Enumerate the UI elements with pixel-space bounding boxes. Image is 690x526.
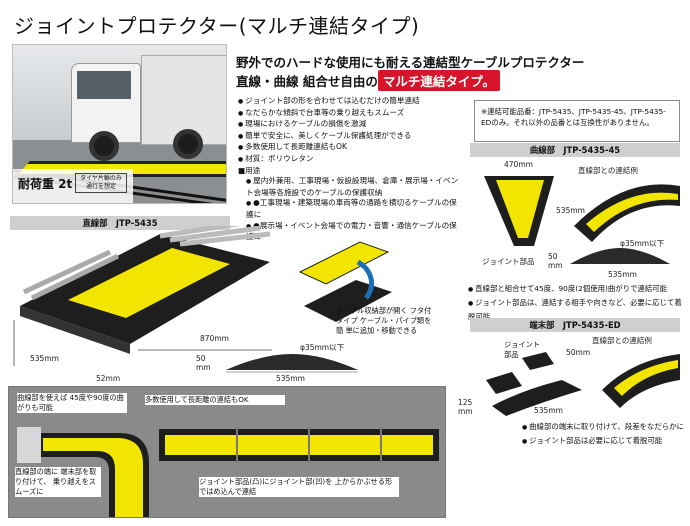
curve-dim-side: 535mm <box>556 206 585 215</box>
weight-note: タイヤ片輪のみ 通行を想定 <box>75 173 127 193</box>
end-width: 535mm <box>534 406 563 415</box>
curve-side-height: 50 mm <box>548 252 563 270</box>
end-joint-part <box>486 372 522 394</box>
truck-wheel <box>173 129 203 159</box>
features-block: ジョイント部の形を合わせては込むだけの簡単連結 なだらかな傾斜で台車等の乗り越え… <box>238 96 460 243</box>
end-section-label: 端末部 JTP-5435-ED <box>470 318 680 332</box>
end-joint-part <box>522 352 554 370</box>
end-bullet: 曲線部の端末に取り付けて、段差をなだらかに <box>522 420 686 434</box>
open-lid <box>298 241 390 285</box>
end-joint-label: ジョイント 部品 <box>504 340 540 359</box>
weight-label: 耐荷重 2t <box>18 177 73 191</box>
headline-sub: 直線・曲線 組合せ自由のマルチ連結タイプ。 <box>236 70 500 91</box>
curve-example-label: 直線部との連結例 <box>578 166 638 175</box>
diagram-note-long: 多数使用して長距離の連結もOK <box>145 395 285 405</box>
layout-diagram: 曲線部を使えば 45度や90度の曲がりも可能 多数使用して長距離の連結もOK 直… <box>8 386 446 518</box>
headline-main: 野外でのハードな使用にも耐える連結型ケーブルプロテクター <box>236 55 585 70</box>
curve-bullets: 直線部と組合せて45度、90度(2個使用)曲がりで連結可能 ジョイント部品は、連… <box>468 282 686 323</box>
curve-dim-top: 470mm <box>504 160 533 169</box>
protector-side <box>20 306 130 354</box>
feature-item: ジョイント部の形を合わせては込むだけの簡単連結 <box>238 96 460 108</box>
curve-illustration <box>484 176 680 246</box>
dim-width: 535mm <box>30 354 59 363</box>
cable-end <box>22 249 112 295</box>
end-piece <box>492 380 582 416</box>
truck-photo: 耐荷重 2t タイヤ片輪のみ 通行を想定 <box>12 44 227 204</box>
uses-title: ■用途 <box>238 165 261 175</box>
feature-item: なだらかな傾斜で台車等の乗り越えもスムーズ <box>238 108 460 120</box>
long-route-lid <box>165 435 433 455</box>
end-height: 50mm <box>566 348 591 357</box>
truck-window <box>77 71 131 99</box>
straight-cable-dia: φ35mm以下 <box>300 343 345 352</box>
straight-side-height: 50 mm <box>196 354 211 372</box>
feature-list: ジョイント部の形を合わせては込むだけの簡単連結 なだらかな傾斜で台車等の乗り越え… <box>238 96 460 166</box>
use-item: 屋内外兼用、工事現場・仮設設現場、倉庫・展示場・イベント会場等各施設でのケーブル… <box>238 176 460 198</box>
curve-bullet: ジョイント部品は、連結する相手や向きなど、必要に応じて着脱可能 <box>468 296 686 323</box>
curve-route-lid <box>43 438 143 517</box>
page-title: ジョイントプロテクター(マルチ連結タイプ) <box>14 14 420 38</box>
profile-shape <box>570 248 670 264</box>
use-item: ●工事現場・建築現場の車両等の通路を横切るケーブルの保護に <box>238 198 460 220</box>
protector-lid <box>68 248 230 318</box>
dim-height: 52mm <box>96 374 121 383</box>
end-example-lid <box>614 360 678 396</box>
curve-section-label: 曲線部 JTP-5435-45 <box>470 143 680 157</box>
lid-open-illustration <box>298 241 392 322</box>
open-arrow-icon <box>356 259 375 300</box>
note-line: ※連結可能品番：JTP-5435、JTP-5435-45、JTP-5435- <box>481 107 666 116</box>
cable-end <box>179 231 271 247</box>
weight-panel: 耐荷重 2t タイヤ片輪のみ 通行を想定 <box>13 169 133 203</box>
cable-end <box>159 226 241 239</box>
curve-side-profile <box>570 248 670 264</box>
feature-item: 多数使用して長距離連結もOK <box>238 142 460 154</box>
feature-item: 材質：ポリウレタン <box>238 154 460 166</box>
compatibility-note: ※連結可能品番：JTP-5435、JTP-5435-45、JTP-5435- E… <box>474 100 680 142</box>
cable-end <box>169 226 261 243</box>
straight-protector-illustration <box>13 226 272 366</box>
curve-piece-lid <box>496 180 544 238</box>
straight-side-width: 535mm <box>276 374 305 383</box>
end-bullet: ジョイント部品は必要に応じて着脱可能 <box>522 434 686 448</box>
diagram-note-end: 直線部の端に 端末部を取り付けて、 乗り越えをスムーズに <box>15 467 101 497</box>
diagram-note-joint: ジョイント部品(凸)にジョイント部(凹)を 上からかぶせる形ではめ込んで連結 <box>199 477 399 497</box>
end-example-label: 直線部との連結例 <box>592 336 652 345</box>
headline-sub-prefix: 直線・曲線 組合せ自由の <box>236 74 378 89</box>
curve-side-width: 535mm <box>608 270 637 279</box>
curve-joint-label: ジョイント部品 <box>482 257 535 266</box>
end-depth: 125 mm <box>458 398 473 416</box>
end-illustration <box>486 352 680 416</box>
end-bullets: 曲線部の端末に取り付けて、段差をなだらかに ジョイント部品は必要に応じて着脱可能 <box>522 420 686 448</box>
feature-item: 簡単で安全に、美しくケーブル保護処理ができる <box>238 131 460 143</box>
multi-badge: マルチ連結タイプ。 <box>377 70 500 91</box>
feature-item: 現場におけるケーブルの損傷を激減 <box>238 119 460 131</box>
diagram-note-curve: 曲線部を使えば 45度や90度の曲がりも可能 <box>17 393 127 413</box>
cable-end <box>30 253 120 301</box>
dim-length: 870mm <box>200 334 229 343</box>
curve-example-lid <box>586 192 678 232</box>
note-line: EDのみ。それ以外の品番とは互換性がありません。 <box>481 118 654 127</box>
curve-cable-dia: φ35mm以下 <box>620 239 665 248</box>
profile-shape <box>226 354 358 370</box>
curve-bullet: 直線部と組合せて45度、90度(2個使用)曲がりで連結可能 <box>468 282 686 296</box>
straight-side-profile <box>226 354 358 373</box>
straight-section-label: 直線部 JTP-5435 <box>10 216 230 230</box>
lid-open-note: ケーブル収納部が開く フタ付タイプ ケーブル・パイプ類を簡 単に追加・移動できる <box>336 306 432 335</box>
truck-wheel <box>89 131 119 161</box>
cable-bundle <box>17 427 41 463</box>
